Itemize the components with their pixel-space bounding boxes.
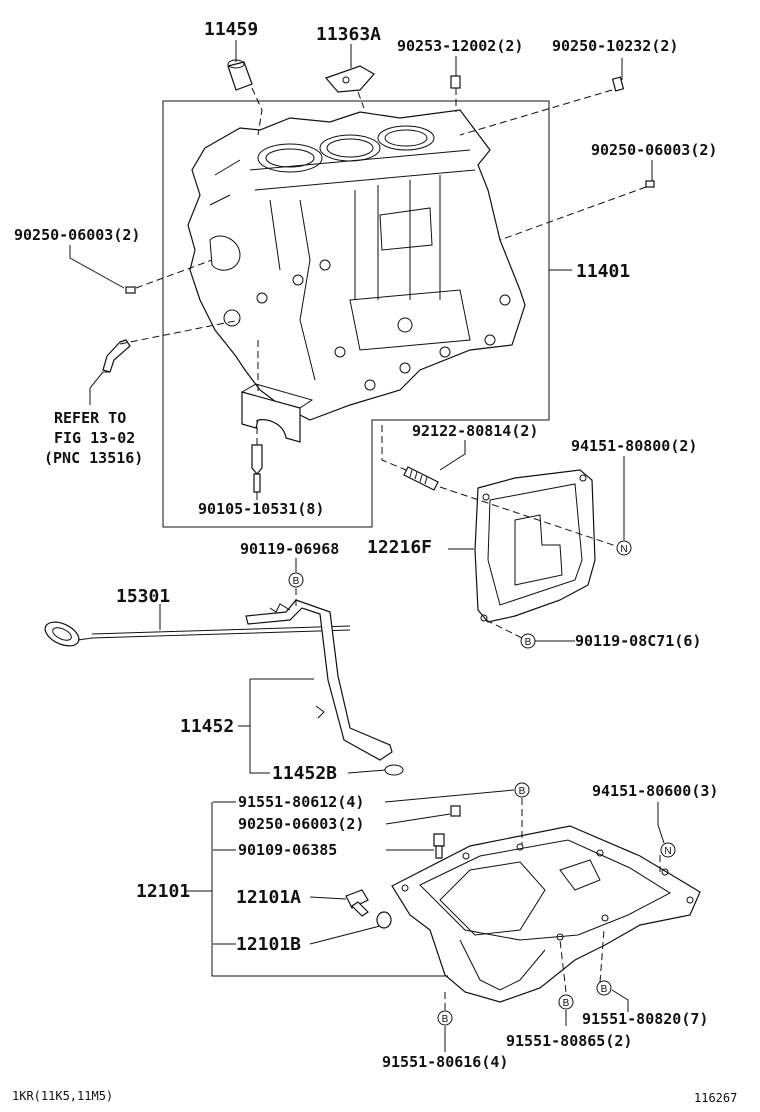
bolt-90105-illustration xyxy=(251,444,263,493)
label-90119-06968: 90119-06968 xyxy=(240,540,339,558)
label-92122-80814: 92122-80814(2) xyxy=(412,422,538,440)
svg-text:B: B xyxy=(525,637,532,648)
label-12101: 12101 xyxy=(136,881,190,902)
engine-block-frame xyxy=(162,100,550,528)
dipstick-15301-illustration xyxy=(44,621,351,647)
oil-pan-12101-illustration xyxy=(391,825,701,1003)
label-12216F: 12216F xyxy=(367,537,432,558)
svg-text:B: B xyxy=(293,576,300,587)
bolt-90109-illustration xyxy=(433,833,445,859)
dowel-90253-illustration xyxy=(450,75,461,89)
marker-b-5: B xyxy=(558,994,574,1010)
label-15301: 15301 xyxy=(116,586,170,607)
label-94151-80800: 94151-80800(2) xyxy=(571,437,697,455)
label-11363A: 11363A xyxy=(316,24,381,45)
gasket-12216F-illustration xyxy=(474,469,596,623)
label-94151-80600: 94151-80600(3) xyxy=(592,782,718,800)
pin-90250-06003-left-illustration xyxy=(125,286,136,294)
cylinder-block-illustration xyxy=(187,109,526,421)
svg-text:B: B xyxy=(519,786,526,797)
stud-92122-illustration xyxy=(403,466,439,491)
label-90250-06003-bottom: 90250-06003(2) xyxy=(238,815,364,833)
drain-plug-12101A-illustration xyxy=(345,889,369,917)
bearing-cap-illustration xyxy=(241,383,314,443)
label-90250-06003-left: 90250-06003(2) xyxy=(14,226,140,244)
svg-text:N: N xyxy=(620,544,627,555)
svg-text:N: N xyxy=(664,846,671,857)
label-90105-10531: 90105-10531(8) xyxy=(198,500,324,518)
pin-90250-06003-right-illustration xyxy=(645,180,655,188)
part-11459-illustration xyxy=(227,59,253,91)
label-90253-12002: 90253-12002(2) xyxy=(397,37,523,55)
pin-90250-10232-illustration xyxy=(611,76,625,92)
label-11459: 11459 xyxy=(204,19,258,40)
label-refer-line3: (PNC 13516) xyxy=(44,449,143,467)
label-91551-80865: 91551-80865(2) xyxy=(506,1032,632,1050)
label-12101B: 12101B xyxy=(236,934,301,955)
label-90250-10232: 90250-10232(2) xyxy=(552,37,678,55)
label-90119-08C71: 90119-08C71(6) xyxy=(575,632,701,650)
label-91551-80616: 91551-80616(4) xyxy=(382,1053,508,1071)
label-90109-06385: 90109-06385 xyxy=(238,841,337,859)
label-91551-80820: 91551-80820(7) xyxy=(582,1010,708,1028)
dipstick-guide-11452-illustration xyxy=(245,599,404,776)
part-11363A-illustration xyxy=(324,65,375,93)
pin-90250-06003-bottom-illustration xyxy=(450,805,461,817)
leader-lines xyxy=(69,40,665,1052)
svg-text:B: B xyxy=(442,1014,449,1025)
marker-b-3: B xyxy=(514,782,530,798)
footer-model: 1KR(11K5,11M5) xyxy=(12,1089,113,1103)
refer-hose-illustration xyxy=(102,339,131,373)
svg-text:B: B xyxy=(601,984,608,995)
label-12101A: 12101A xyxy=(236,887,301,908)
washer-12101B-illustration xyxy=(376,911,392,929)
label-11401: 11401 xyxy=(576,261,630,282)
footer-diagram-id: 116267 xyxy=(694,1091,737,1105)
marker-b-1: B xyxy=(288,572,304,588)
marker-n-1: N xyxy=(616,540,632,556)
marker-b-4: B xyxy=(596,980,612,996)
label-refer-line1: REFER TO xyxy=(54,409,126,427)
marker-b-6: B xyxy=(437,1010,453,1026)
label-90250-06003-right: 90250-06003(2) xyxy=(591,141,717,159)
svg-text:B: B xyxy=(563,998,570,1009)
marker-b-2: B xyxy=(520,633,536,649)
label-11452B: 11452B xyxy=(272,763,337,784)
label-11452: 11452 xyxy=(180,716,234,737)
label-refer-line2: FIG 13-02 xyxy=(54,429,135,447)
label-91551-80612: 91551-80612(4) xyxy=(238,793,364,811)
marker-n-2: N xyxy=(660,842,676,858)
